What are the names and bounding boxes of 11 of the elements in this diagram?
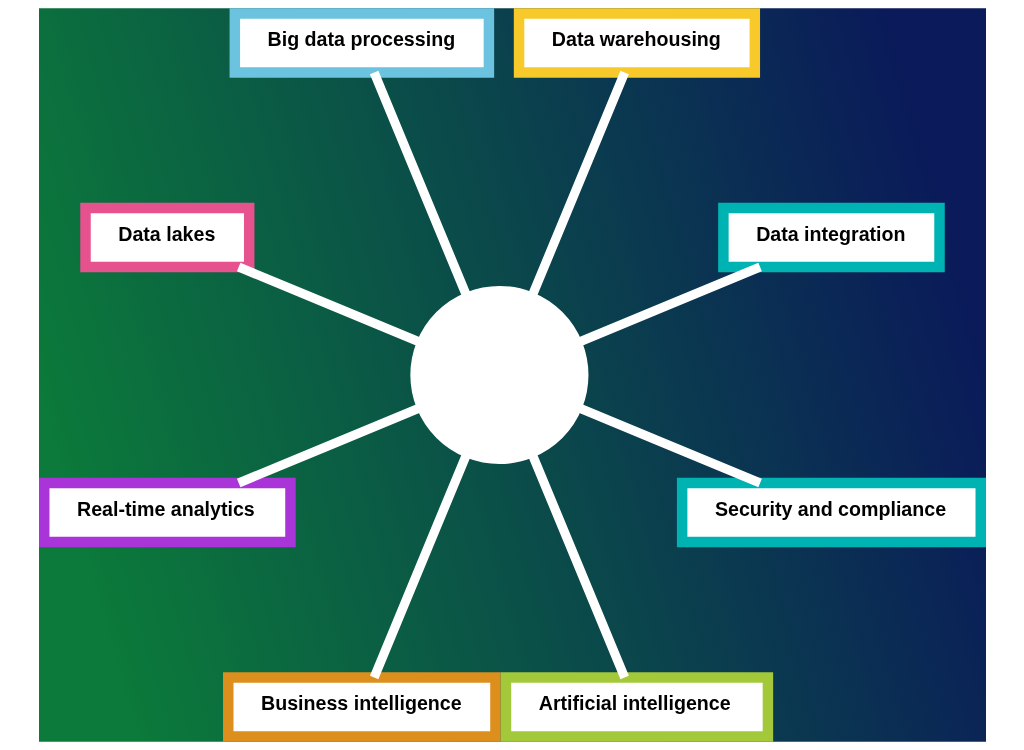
node-box: Artificial intelligence	[500, 672, 773, 742]
node-box: Data lakes	[79, 202, 254, 273]
node-box: Data integration	[717, 202, 945, 273]
node-circle	[409, 285, 588, 465]
node-box: Security and compliance	[676, 477, 986, 548]
node-box: Big data processing	[229, 8, 494, 78]
node-box: Real-time analytics	[38, 477, 296, 548]
node-box: Data warehousing	[513, 8, 760, 78]
node-box: Business intelligence	[222, 672, 501, 742]
connector	[236, 262, 422, 347]
connector	[236, 403, 422, 488]
